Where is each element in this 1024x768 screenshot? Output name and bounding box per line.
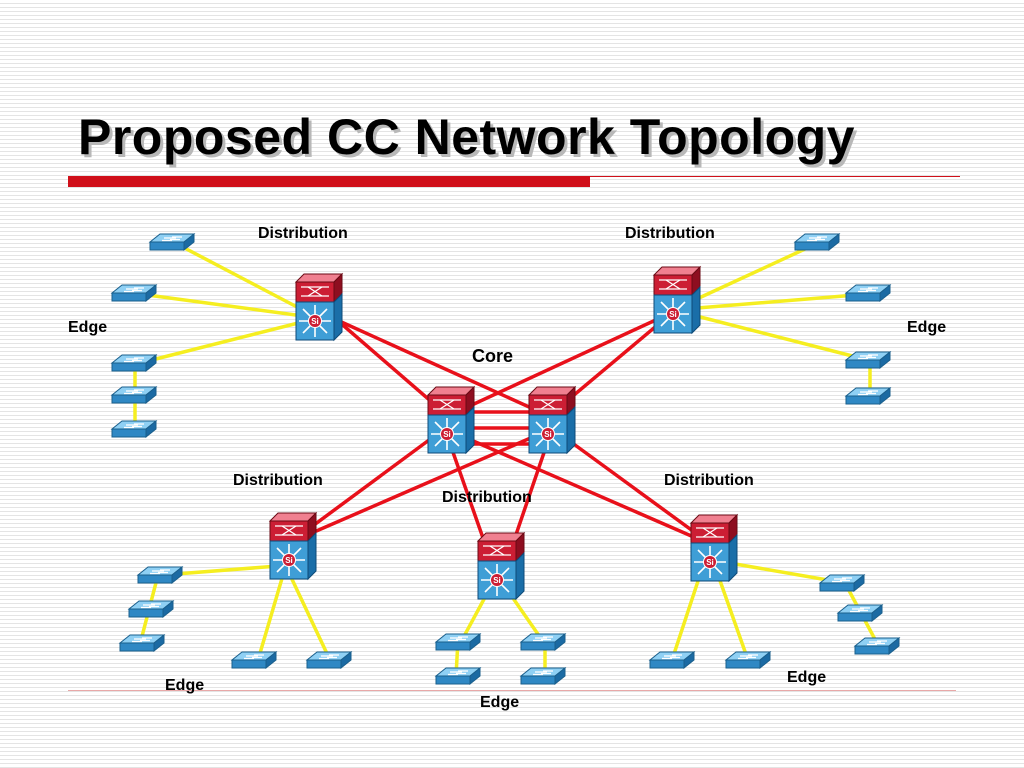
title-underline-bar — [68, 176, 590, 187]
workgroup-switch-icon[interactable] — [649, 651, 695, 669]
multilayer-switch-icon[interactable] — [690, 514, 738, 582]
si-badge: Si — [443, 430, 451, 439]
workgroup-switch-icon[interactable] — [794, 233, 840, 251]
workgroup-switch-icon[interactable] — [845, 284, 891, 302]
workgroup-switch-icon[interactable] — [306, 651, 352, 669]
edge-links — [133, 241, 880, 678]
label-distribution-top-right: Distribution — [625, 225, 715, 242]
workgroup-switch-icon[interactable] — [111, 420, 157, 438]
workgroup-switch-icon[interactable] — [231, 651, 277, 669]
multilayer-switch-icon[interactable] — [653, 266, 701, 334]
label-core: Core — [472, 346, 513, 366]
title-underline-thin — [590, 176, 960, 177]
workgroup-switch-icon[interactable] — [111, 284, 157, 302]
multilayer-switches — [269, 266, 738, 600]
workgroup-switch-icon[interactable] — [725, 651, 771, 669]
label-distribution-bottom-left: Distribution — [233, 472, 323, 489]
workgroup-switch-icon[interactable] — [149, 233, 195, 251]
label-distribution-bottom-right: Distribution — [664, 472, 754, 489]
si-badge: Si — [669, 310, 677, 319]
workgroup-switch-icon[interactable] — [435, 667, 481, 685]
label-distribution-top-left: Distribution — [258, 225, 348, 242]
workgroup-switch-icon[interactable] — [845, 351, 891, 369]
workgroup-switch-icon[interactable] — [520, 667, 566, 685]
workgroup-switch-icon[interactable] — [837, 604, 883, 622]
workgroup-switch-icon[interactable] — [819, 574, 865, 592]
workgroup-switch-icon[interactable] — [520, 633, 566, 651]
workgroup-switch-icon[interactable] — [128, 600, 174, 618]
workgroup-switch-icon[interactable] — [119, 634, 165, 652]
slide-title: Proposed CC Network Topology — [78, 109, 855, 165]
workgroup-switch-icon[interactable] — [854, 637, 900, 655]
multilayer-switch-icon[interactable] — [427, 386, 475, 454]
workgroup-switch-icon[interactable] — [111, 386, 157, 404]
workgroup-switch-icon[interactable] — [111, 354, 157, 372]
si-badge: Si — [311, 317, 319, 326]
workgroup-switch-icon[interactable] — [137, 566, 183, 584]
si-badge: Si — [493, 576, 501, 585]
si-badge: Si — [706, 558, 714, 567]
si-badge: Si — [285, 556, 293, 565]
workgroup-switch-icon[interactable] — [435, 633, 481, 651]
label-edge-left: Edge — [68, 319, 107, 336]
diagram-labels: Distribution Distribution Edge Edge Core… — [68, 225, 946, 711]
multilayer-switch-icon[interactable] — [477, 532, 525, 600]
label-distribution-bottom-center: Distribution — [442, 489, 532, 506]
footer-divider — [68, 690, 956, 691]
switch-badges: Si Si Si Si Si Si Si — [285, 310, 714, 585]
multilayer-switch-icon[interactable] — [269, 512, 317, 580]
workgroup-switch-icon[interactable] — [845, 387, 891, 405]
si-badge: Si — [544, 430, 552, 439]
label-edge-bottom-left: Edge — [165, 677, 204, 694]
multilayer-switch-icon[interactable] — [295, 273, 343, 341]
label-edge-right: Edge — [907, 319, 946, 336]
multilayer-switch-icon[interactable] — [528, 386, 576, 454]
label-edge-bottom-right: Edge — [787, 669, 826, 686]
label-edge-bottom-center: Edge — [480, 694, 519, 711]
